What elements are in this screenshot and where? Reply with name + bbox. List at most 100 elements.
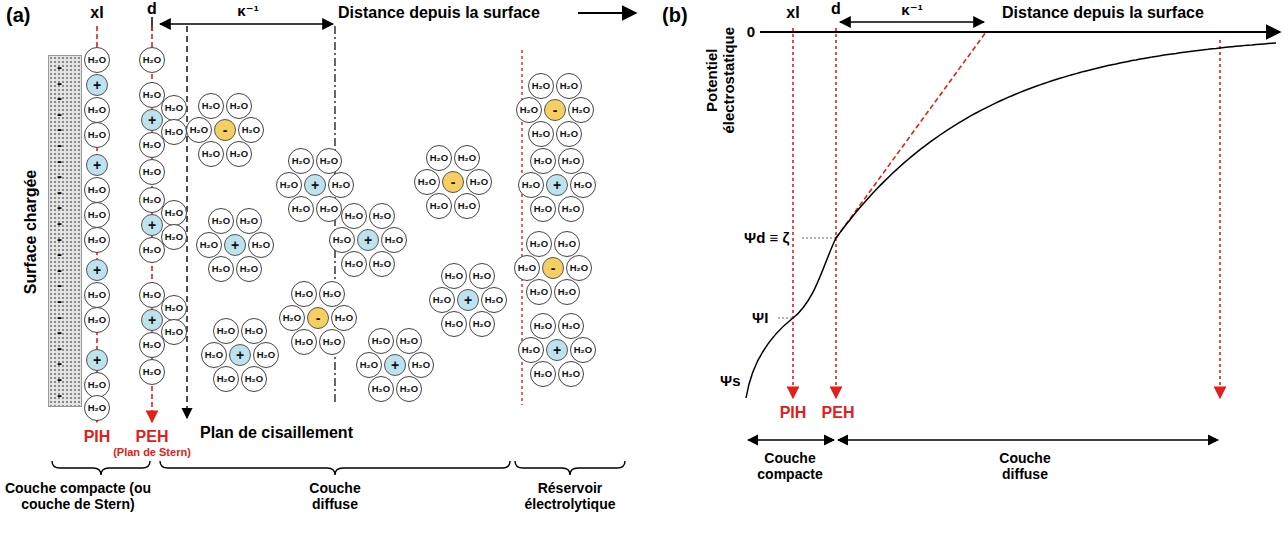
water-molecule: H₂O: [198, 93, 224, 119]
water-molecule: H₂O: [381, 227, 407, 253]
axis-arrow: [760, 31, 1280, 33]
ion-circle: +: [304, 174, 326, 196]
water-label: H₂O: [532, 129, 550, 139]
water-label: H₂O: [212, 216, 230, 226]
water-molecule: H₂O: [558, 313, 584, 339]
ion-circle: +: [546, 339, 568, 361]
ion-circle: +: [229, 344, 251, 366]
water-molecule: H₂O: [161, 319, 187, 345]
water-label: H₂O: [292, 156, 310, 166]
water-label: H₂O: [88, 315, 106, 325]
ion-charge: +: [148, 313, 156, 327]
water-molecule: H₂O: [279, 305, 305, 331]
bulk-line: [1219, 40, 1221, 398]
water-label: H₂O: [372, 384, 390, 394]
water-molecule: H₂O: [161, 224, 187, 250]
water-label: H₂O: [240, 264, 258, 274]
water-label: H₂O: [473, 271, 491, 281]
water-label: H₂O: [518, 263, 536, 273]
ion-charge: +: [553, 178, 561, 192]
ion-charge: -: [553, 103, 558, 117]
tangent-line: [836, 32, 986, 238]
water-molecule: H₂O: [556, 121, 582, 147]
plane-name: PEH: [136, 428, 169, 446]
ion-charge: +: [364, 233, 372, 247]
water-label: H₂O: [230, 149, 248, 159]
water-molecule: H₂O: [226, 141, 252, 167]
ion-charge: -: [451, 175, 456, 189]
water-molecule: H₂O: [198, 141, 224, 167]
water-label: H₂O: [280, 180, 298, 190]
ion-charge: +: [148, 218, 156, 232]
plane-name: PIH: [780, 404, 807, 422]
water-molecule: H₂O: [368, 328, 394, 354]
water-label: H₂O: [217, 326, 235, 336]
water-label: H₂O: [143, 167, 161, 177]
water-label: H₂O: [445, 271, 463, 281]
surface-charge: -: [57, 245, 62, 262]
water-molecule: H₂O: [369, 203, 395, 229]
water-molecule: H₂O: [481, 287, 507, 313]
ion-charge: -: [551, 261, 556, 275]
surface-charge: -: [57, 370, 62, 387]
water-molecule: H₂O: [84, 97, 110, 123]
water-molecule: H₂O: [316, 196, 342, 222]
water-label: H₂O: [88, 185, 106, 195]
region-label: Couche diffuse: [300, 480, 370, 512]
water-molecule: H₂O: [556, 73, 582, 99]
water-molecule: H₂O: [518, 337, 544, 363]
surface-charge: -: [57, 167, 62, 184]
ion-charge: +: [231, 238, 239, 252]
water-label: H₂O: [245, 326, 263, 336]
water-label: H₂O: [143, 290, 161, 300]
water-molecule: H₂O: [369, 251, 395, 277]
surface-charge: -: [57, 354, 62, 371]
water-molecule: H₂O: [341, 203, 367, 229]
water-molecule: H₂O: [414, 169, 440, 195]
water-label: H₂O: [372, 336, 390, 346]
water-molecule: H₂O: [84, 47, 110, 73]
ion-charge: +: [93, 263, 101, 277]
water-molecule: H₂O: [441, 311, 467, 337]
surface-charge: -: [57, 308, 62, 325]
water-label: H₂O: [320, 204, 338, 214]
water-label: H₂O: [323, 337, 341, 347]
ion-charge: +: [553, 343, 561, 357]
water-label: H₂O: [143, 367, 161, 377]
potential-value: Ψs: [720, 372, 740, 389]
water-label: H₂O: [400, 384, 418, 394]
water-molecule: H₂O: [319, 329, 345, 355]
surface-charge: -: [57, 261, 62, 278]
water-label: H₂O: [412, 360, 430, 370]
ion-circle: +: [224, 234, 246, 256]
water-label: H₂O: [143, 55, 161, 65]
surface-charge: -: [57, 386, 62, 403]
water-label: H₂O: [458, 153, 476, 163]
potential-value: ΨI: [752, 309, 768, 326]
water-molecule: H₂O: [241, 366, 267, 392]
plane-symbol: xI: [90, 4, 103, 22]
water-molecule: H₂O: [396, 328, 422, 354]
water-molecule: H₂O: [253, 342, 279, 368]
charged-surface: Surface chargée: [48, 55, 82, 407]
axis-value: 0: [747, 23, 755, 40]
plane-symbol: d: [831, 0, 841, 18]
water-molecule: H₂O: [139, 159, 165, 185]
surface-charge: -: [57, 89, 62, 106]
water-molecule: H₂O: [208, 256, 234, 282]
water-molecule: H₂O: [558, 148, 584, 174]
water-molecule: H₂O: [139, 359, 165, 385]
water-label: H₂O: [88, 210, 106, 220]
water-label: H₂O: [360, 360, 378, 370]
water-molecule: H₂O: [276, 172, 302, 198]
water-molecule: H₂O: [530, 361, 556, 387]
water-molecule: H₂O: [554, 279, 580, 305]
water-molecule: H₂O: [530, 148, 556, 174]
water-label: H₂O: [558, 239, 576, 249]
plane-symbol: xI: [786, 4, 799, 22]
ion-circle: +: [384, 354, 406, 376]
water-molecule: H₂O: [291, 281, 317, 307]
water-molecule: H₂O: [526, 279, 552, 305]
water-molecule: H₂O: [213, 366, 239, 392]
